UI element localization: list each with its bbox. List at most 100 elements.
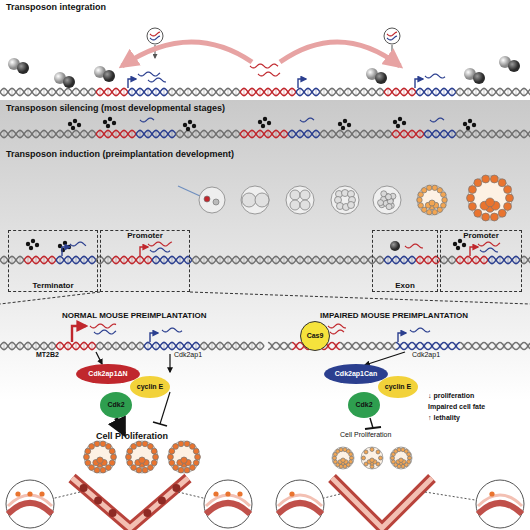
node-label: Cdk2ap1Can (335, 370, 377, 377)
dna-rung (292, 257, 293, 263)
dna-rung (28, 131, 29, 137)
dna-rung (156, 131, 157, 137)
dna-rung (132, 89, 133, 95)
dna-rung (12, 131, 13, 137)
methylation-mark (188, 120, 192, 124)
rna-transcript (138, 72, 160, 76)
zoom-line (0, 292, 100, 304)
dna-rung (376, 343, 377, 349)
dna-rung (124, 89, 125, 95)
dna-rung (480, 343, 481, 349)
uterus-lumen (72, 478, 188, 528)
dna-strand (380, 342, 388, 349)
insertion-icon (147, 28, 163, 44)
dna-rung (108, 343, 109, 349)
methylation-mark (108, 117, 112, 121)
dna-rung (44, 257, 45, 263)
cell (504, 203, 512, 211)
inhibition-bar (153, 422, 167, 426)
injection-pipette (178, 186, 200, 196)
dna-rung (356, 89, 357, 95)
dna-rung (484, 89, 485, 95)
dna-rung (388, 257, 389, 263)
dna-rung (396, 89, 397, 95)
cell (490, 175, 498, 183)
cell (441, 192, 446, 197)
cell (199, 187, 225, 213)
dna-rung (324, 257, 325, 263)
dna-rung (196, 89, 197, 95)
dna-rung (380, 257, 381, 263)
methylation-mark (347, 123, 351, 127)
dna-rung (12, 89, 13, 95)
cell (290, 200, 300, 210)
uterine-tissue (278, 495, 322, 506)
protein-oval: Cdk2 (348, 392, 380, 418)
dna-strand (492, 342, 500, 349)
cell (97, 457, 103, 463)
dna-rung (272, 343, 273, 349)
dna-rung (368, 343, 369, 349)
methylation-mark (453, 242, 457, 246)
promoter-arrow (128, 79, 136, 88)
cell (498, 209, 506, 217)
dna-strand (276, 342, 284, 349)
zoom-circle (204, 480, 252, 528)
dna-rung (412, 131, 413, 137)
dna-strand (420, 342, 428, 349)
dna-strand (364, 342, 372, 349)
dna-rung (520, 343, 521, 349)
implantation-site (80, 484, 88, 492)
cell (173, 444, 179, 450)
dna-rung (260, 131, 261, 137)
blastocyst (168, 441, 200, 473)
dna-rung (244, 89, 245, 95)
dna-rung (236, 257, 237, 263)
region-box: Terminator (8, 230, 98, 292)
dna-strand (364, 342, 372, 349)
zoom-circle (6, 480, 54, 528)
insertion-arrow (392, 45, 393, 58)
cell (242, 193, 256, 207)
methylation-mark (186, 127, 190, 131)
cell (131, 444, 137, 450)
dna-rung (268, 89, 269, 95)
rna-transcript (430, 118, 444, 122)
dna-rung (492, 131, 493, 137)
dna-rung (68, 131, 69, 137)
dna-rung (448, 343, 449, 349)
dna-rung (396, 131, 397, 137)
dna-strand (528, 92, 530, 96)
dna-strand (500, 342, 508, 349)
dna-strand (516, 342, 524, 349)
region-box: Promoter (440, 230, 522, 292)
dna-rung (412, 257, 413, 263)
dna-rung (252, 131, 253, 137)
cell (333, 460, 337, 464)
rna-transcript (94, 330, 116, 334)
dna-rung (524, 257, 525, 263)
protein-sphere (375, 72, 387, 84)
dna-rung (308, 257, 309, 263)
dna-rung (372, 89, 373, 95)
cell (474, 179, 482, 187)
cell (139, 457, 145, 463)
dna-rung (308, 131, 309, 137)
dna-rung (388, 89, 389, 95)
dna-strand (460, 342, 468, 349)
dna-strand (268, 342, 276, 349)
dna-strand (356, 342, 364, 349)
dna-rung (228, 257, 229, 263)
cell (94, 441, 100, 447)
dna-rung (512, 343, 513, 349)
rna-transcript (148, 242, 172, 246)
cell (184, 441, 190, 447)
panel-heading: IMPAIRED MOUSE PREIMPLANTATION (320, 312, 468, 321)
cell (213, 199, 219, 205)
dna-rung (432, 343, 433, 349)
embryo (15, 491, 20, 496)
dna-strand (428, 342, 436, 349)
dna-strand (412, 342, 420, 349)
dna-rung (148, 257, 149, 263)
phenotype-label: ↑ lethality (428, 414, 460, 422)
